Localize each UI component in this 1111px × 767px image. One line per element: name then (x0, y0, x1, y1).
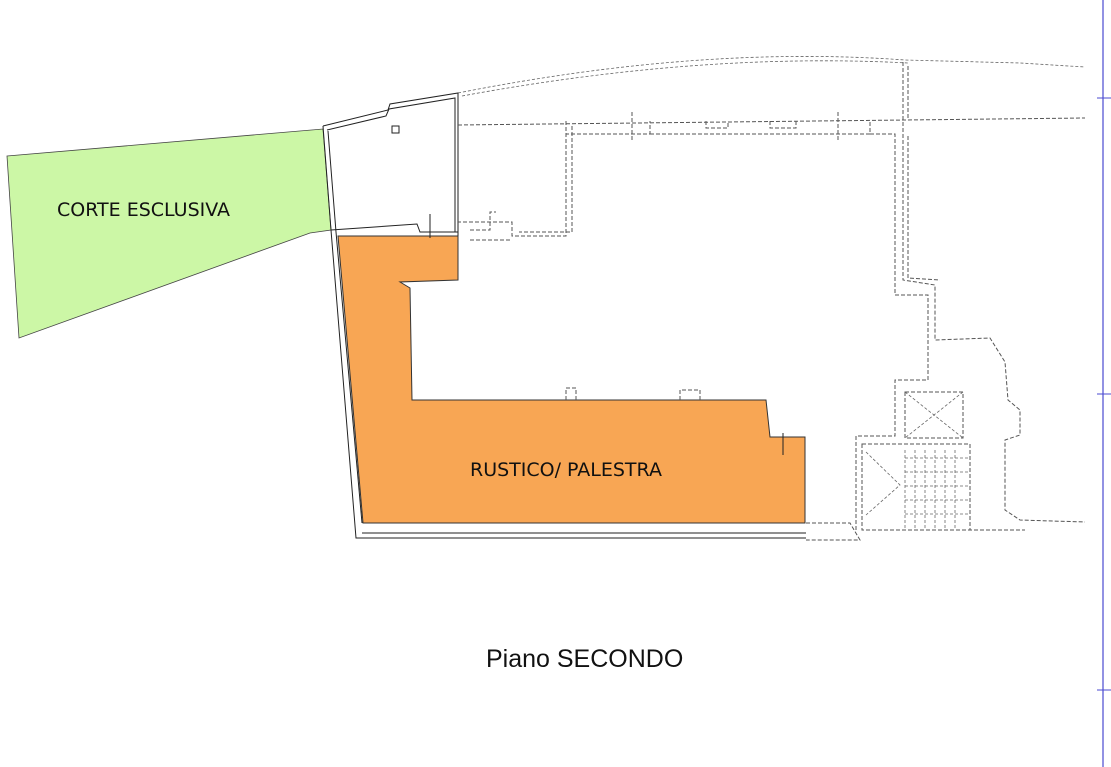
roof-outline-dashed (457, 56, 1086, 94)
existing-building-dashed-2 (458, 121, 567, 237)
existing-building-dashed-4 (565, 121, 929, 530)
existing-building-dashed (457, 117, 1086, 126)
existing-building-dashed-9 (565, 387, 701, 400)
existing-building-dashed-5 (902, 62, 1086, 523)
floor-title: Piano SECONDO (486, 645, 683, 673)
building-wall-upper-inner (326, 97, 456, 232)
staircase-steps (904, 450, 970, 528)
building-wall-left (322, 125, 806, 539)
existing-building-dashed-7 (806, 522, 1025, 541)
building-wall-left-inner (327, 130, 363, 524)
staircase-landing (865, 451, 901, 516)
building-wall-upper (322, 92, 459, 236)
existing-building-dashed-6 (907, 66, 941, 281)
existing-building-dashed-10 (631, 112, 839, 140)
staircase-outline (861, 443, 971, 531)
lift-cross (904, 391, 964, 439)
rustico-palestra-area (337, 235, 806, 524)
corte-esclusiva-label: CORTE ESCLUSIVA (57, 199, 230, 221)
small-column (391, 125, 400, 134)
existing-building-dashed-3 (519, 126, 573, 233)
roof-outline-dashed-inner (461, 60, 909, 97)
lift-shaft (904, 391, 964, 439)
rustico-palestra-label: RUSTICO/ PALESTRA (470, 459, 662, 481)
corte-esclusiva-area (6, 128, 332, 339)
corte-boundary (330, 223, 458, 233)
existing-building-dashed-8 (470, 211, 510, 241)
